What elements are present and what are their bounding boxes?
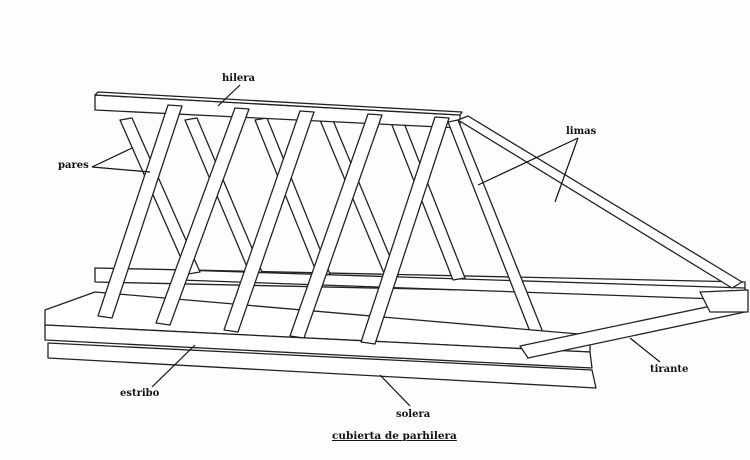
tie-beam — [519, 289, 749, 359]
label-estribo: estribo — [120, 388, 160, 399]
label-solera: solera — [396, 409, 431, 420]
leader-limas-1 — [477, 137, 579, 186]
leader-pares-1 — [91, 147, 133, 168]
leader-limas-2 — [554, 137, 579, 203]
leader-estribo — [151, 344, 196, 388]
leader-pares-2 — [91, 166, 151, 173]
leader-hilera — [217, 84, 241, 107]
label-tirante: tirante — [650, 364, 689, 375]
ridge-beam — [94, 91, 463, 129]
diagram-caption: cubierta de parhilera — [332, 430, 457, 442]
leader-solera — [379, 374, 411, 407]
label-pares: pares — [58, 160, 89, 171]
leader-tirante — [629, 337, 661, 363]
label-limas: limas — [566, 126, 597, 137]
label-hilera: hilera — [222, 73, 255, 84]
front-plate — [44, 291, 597, 389]
front-rafters — [97, 104, 450, 345]
